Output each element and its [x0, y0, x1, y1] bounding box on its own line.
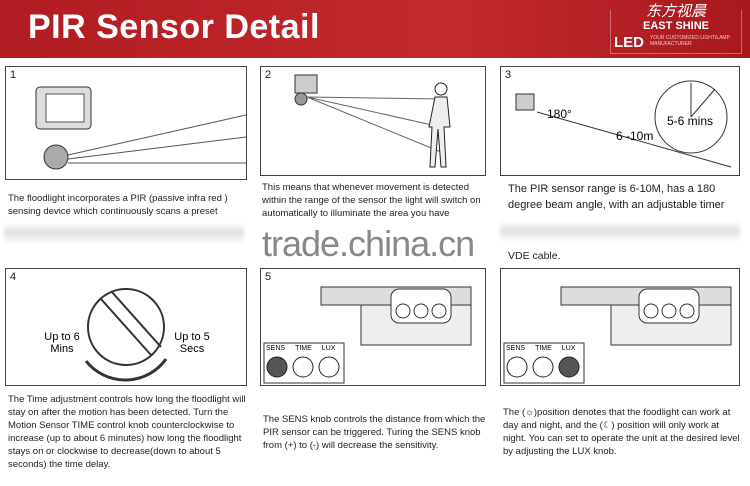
- panel-2-text: This means that whenever movement is det…: [262, 182, 481, 219]
- panel-4-illustration: 4 Up to 6 Mins Up to 5 Secs: [5, 268, 247, 386]
- time-knob-label: TIME: [295, 345, 312, 352]
- panel-1-text: The floodlight incorporates a PIR (passi…: [8, 193, 228, 217]
- range-label: 6 -10m: [616, 129, 654, 143]
- sens-knob-label: SENS: [266, 345, 286, 352]
- panel-6-text: The (☼)position denotes that the foodlig…: [503, 407, 740, 457]
- time-label: 5-6 mins: [667, 114, 714, 128]
- floodlight-beam-illustration: [35, 86, 246, 170]
- lux-knob-label: LUX: [561, 345, 576, 352]
- sens-knob-illustration: [263, 286, 472, 384]
- lux-knob-illustration: [503, 286, 732, 384]
- time-knob-illustration: [84, 288, 168, 382]
- panel-3-text-cont: VDE cable.: [508, 250, 561, 262]
- beam-angle-label: 180°: [547, 107, 572, 121]
- range-timer-illustration: [515, 80, 732, 168]
- panel-5-text: The SENS knob controls the distance from…: [263, 414, 486, 451]
- brand-logo: 东方视晨 EAST SHINE LED YOUR CUSTOMIZED LIGH…: [606, 2, 746, 56]
- panel-3-illustration: 3 180° 6 -10m 5-6 mins: [500, 66, 740, 176]
- panel-6-illustration: SENS TIME LUX: [500, 268, 740, 386]
- up-to-6-mins-label: Up to 6 Mins: [44, 331, 80, 355]
- panel-2-illustration: 2: [260, 66, 486, 176]
- sens-knob-label: SENS: [506, 345, 526, 352]
- page-title: PIR Sensor Detail: [28, 8, 320, 46]
- lux-knob-label: LUX: [321, 345, 336, 352]
- panel-1-illustration: 1: [5, 66, 247, 180]
- panel-4-text: The Time adjustment controls how long th…: [8, 394, 246, 470]
- motion-detection-illustration: [294, 74, 451, 168]
- up-to-5-secs-label: Up to 5 Secs: [174, 331, 210, 355]
- panel-3-text: The PIR sensor range is 6-10M, has a 180…: [508, 183, 725, 211]
- watermark: trade.china.cn: [262, 223, 475, 264]
- header-banner: PIR Sensor Detail 东方视晨 EAST SHINE LED YO…: [0, 0, 750, 58]
- time-knob-label: TIME: [535, 345, 552, 352]
